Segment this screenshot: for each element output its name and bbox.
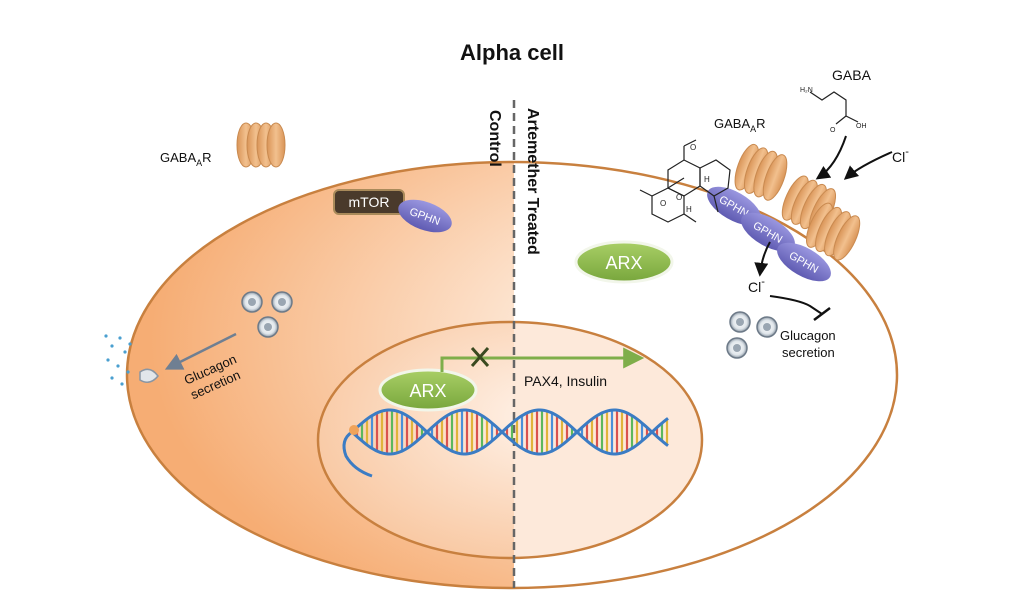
secretion-text-treated: secretion [782, 345, 835, 360]
mtor-gphn-complex: mTOR GPHN [333, 189, 452, 233]
chloride-label-inside: Cl- [748, 276, 765, 295]
chloride-label-outside: Cl- [892, 146, 909, 165]
svg-text:GABAAR: GABAAR [160, 150, 212, 168]
gaba-label: GABA [832, 67, 872, 83]
chloride-influx-arrow [843, 151, 893, 180]
receptor-suffix: R [202, 150, 211, 165]
glucagon-vesicles-treated [726, 311, 778, 359]
dna-strand-b [350, 408, 669, 456]
chloride-symbol-outside: Cl [892, 149, 905, 165]
svg-text:GABAAR: GABAAR [714, 116, 766, 134]
transcription-arrow [440, 347, 645, 372]
label-artemether-treated: Artemether Treated [524, 108, 541, 255]
dna-strand-tail [342, 430, 373, 478]
receptor-suffix-treated: R [756, 116, 765, 131]
svg-text:O: O [676, 193, 682, 202]
receptor-prefix-treated: GABA [714, 116, 750, 131]
svg-text:O: O [830, 127, 836, 134]
receptor-prefix: GABA [160, 150, 196, 165]
arx-nuclear: ARX [378, 368, 478, 412]
receptor-subscript: A [196, 158, 202, 168]
label-control: Control [486, 110, 503, 167]
block-cross [470, 347, 490, 367]
svg-text:OH: OH [856, 123, 867, 130]
inhibition-line [769, 295, 823, 315]
dna-strand-a [350, 408, 669, 456]
gphn-cluster-treated: GPHN GPHN GPHN [707, 186, 831, 282]
arx-label-nuclear: ARX [409, 381, 446, 401]
exocytosis-vesicle [104, 334, 159, 386]
dna-helix [342, 408, 669, 478]
dna-binding-site [349, 425, 359, 435]
cell-membrane [125, 160, 899, 590]
targets-label: PAX4, Insulin [524, 373, 607, 389]
arx-label-cytoplasmic: ARX [605, 253, 642, 273]
arx-cytoplasmic: ARX [574, 240, 674, 284]
svg-text:O: O [660, 199, 666, 208]
diagram-title: Alpha cell [460, 40, 564, 65]
gaba-a-receptors-treated [734, 143, 861, 261]
glucagon-vesicles-control [241, 291, 293, 338]
artemether-molecule: O O O H H [639, 139, 731, 223]
receptor-subscript-treated: A [750, 124, 756, 134]
gaba-a-receptor-label-control: GABAAR [160, 150, 212, 168]
nuclear-envelope [316, 320, 704, 560]
chloride-entry-arrow [754, 241, 771, 277]
svg-text:H: H [686, 205, 692, 214]
svg-text:O: O [690, 143, 696, 152]
mtor-label: mTOR [349, 194, 390, 210]
inhibition-bar [813, 307, 831, 321]
svg-text:H: H [704, 175, 710, 184]
chloride-charge-inside: - [761, 276, 765, 288]
chloride-charge-outside: - [905, 146, 909, 158]
gaba-molecule: H₂N O OH [800, 87, 867, 134]
glucagon-text-treated: Glucagon [780, 328, 836, 343]
svg-text:H₂N: H₂N [800, 87, 813, 94]
secretion-arrow-control [164, 332, 237, 370]
chloride-symbol-inside: Cl [748, 279, 761, 295]
gaba-binding-arrow [815, 135, 847, 180]
gaba-a-receptor-label-treated: GABAAR [714, 116, 766, 134]
gaba-a-receptor-control [236, 122, 286, 168]
